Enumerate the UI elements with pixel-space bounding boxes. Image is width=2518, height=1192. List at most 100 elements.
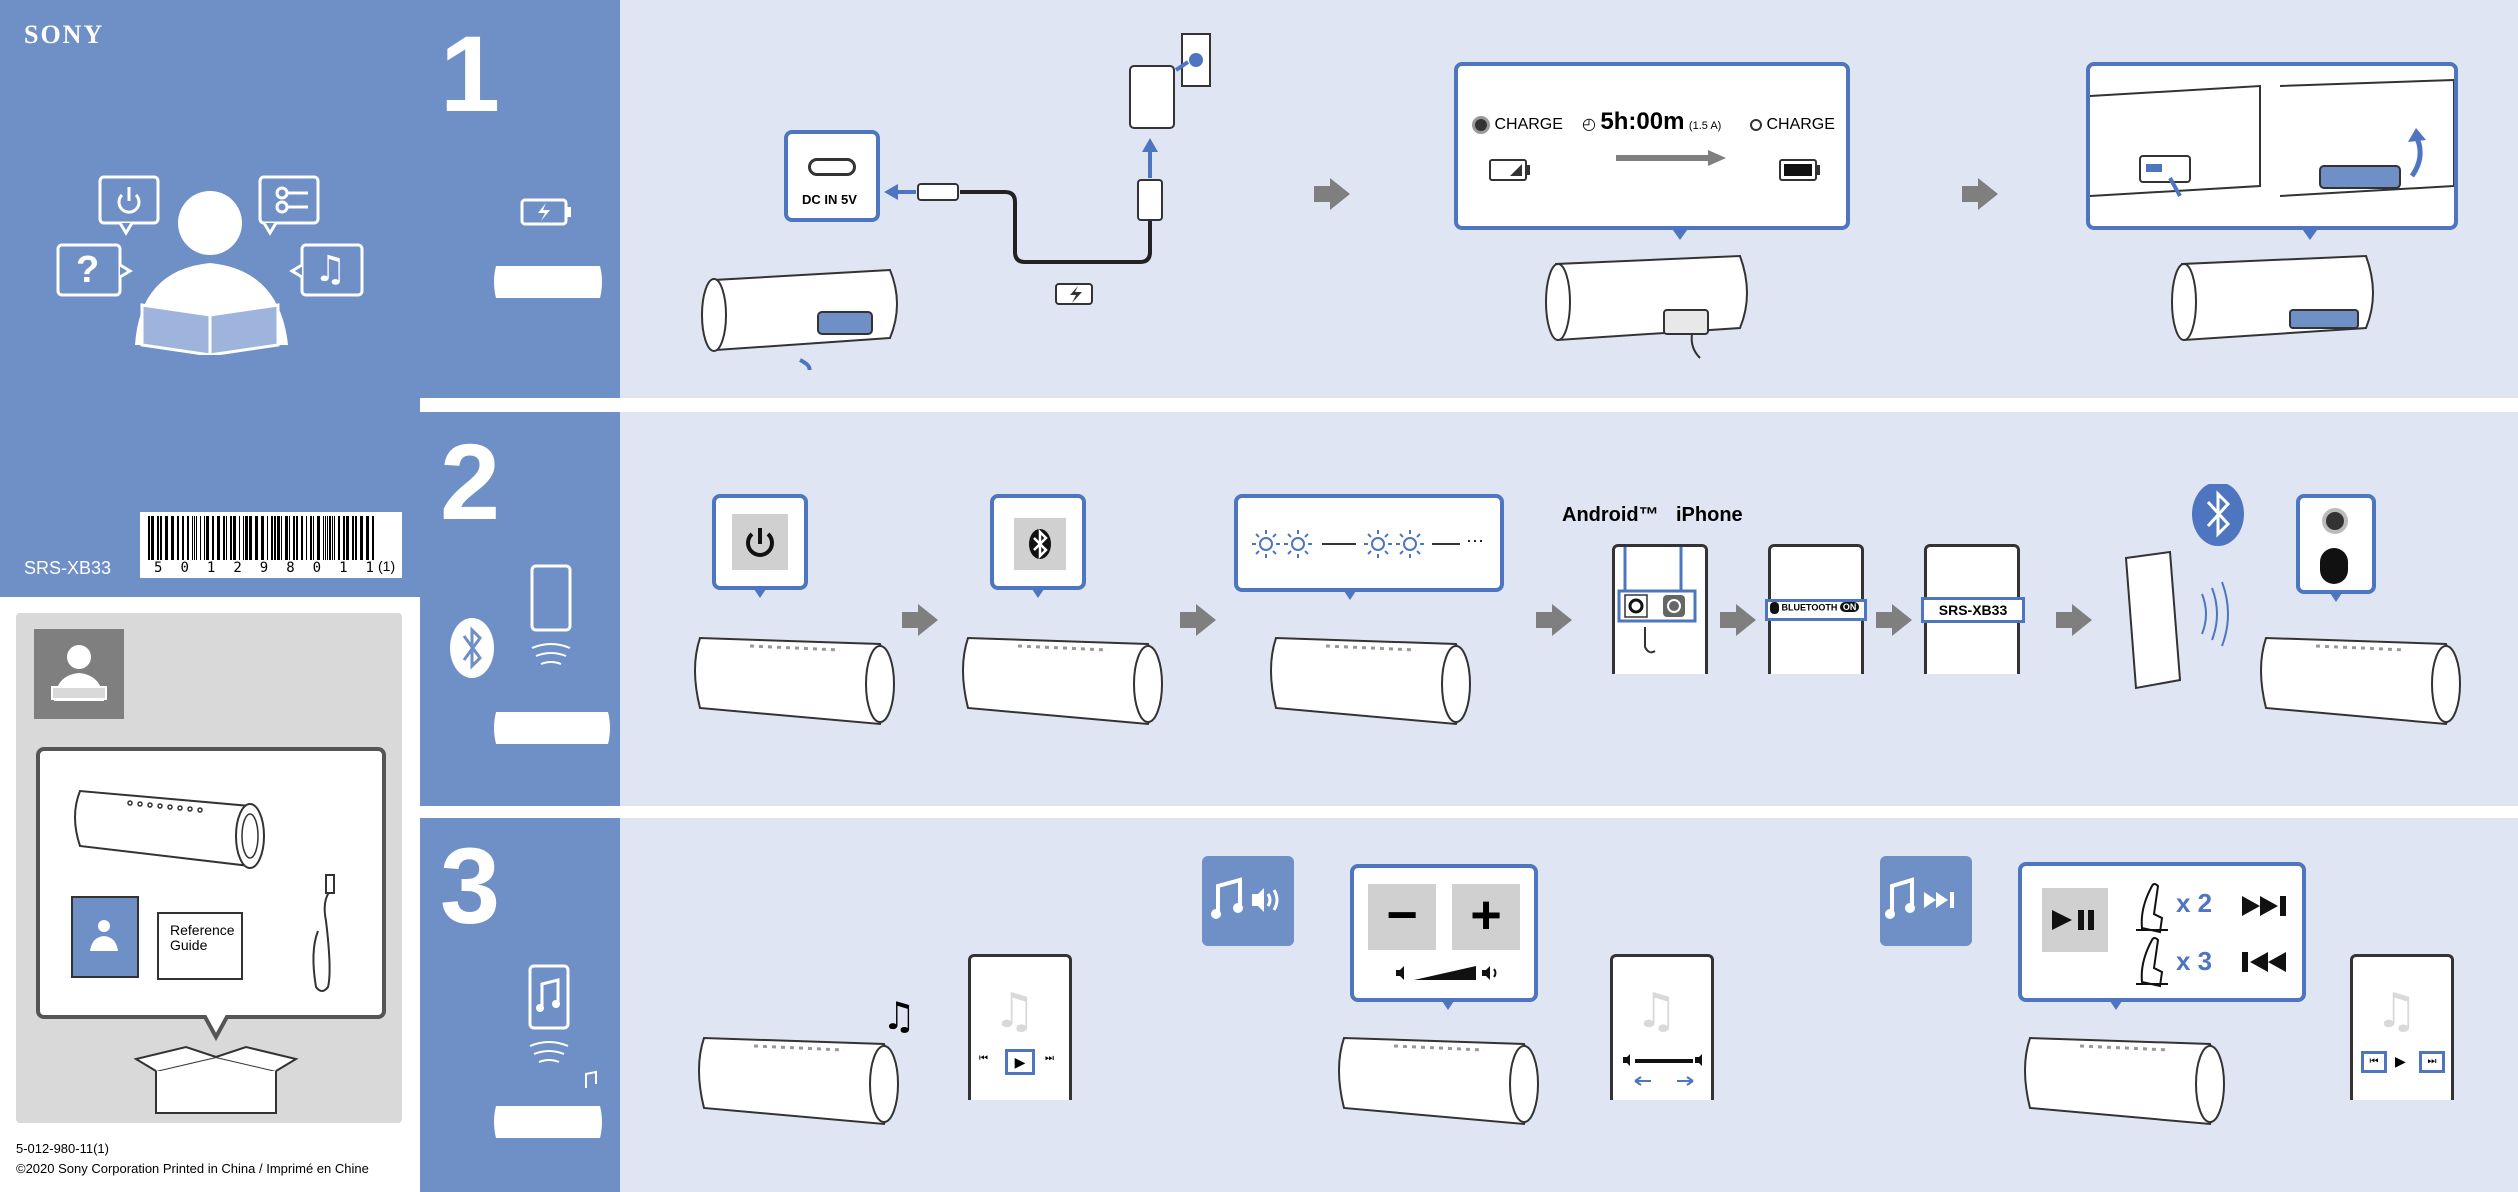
- music-note-icon: ♫: [993, 983, 1036, 1039]
- power-button-icon[interactable]: [732, 514, 788, 570]
- phone-connected-illustration: [2118, 484, 2248, 694]
- barcode-bar: [217, 516, 220, 560]
- volume-mode-tile: [1202, 856, 1294, 946]
- charge-indicator-on-label: CHARGE: [1472, 116, 1563, 134]
- device-list-item[interactable]: SRS-XB33: [1921, 597, 2025, 623]
- volume-slider[interactable]: [1621, 1053, 1707, 1089]
- bluetooth-button-icon[interactable]: [1014, 518, 1066, 570]
- open-box-icon: [116, 1015, 316, 1119]
- bluetooth-icon: [1770, 602, 1779, 614]
- model-name: SRS-XB33: [24, 558, 111, 579]
- next-track-icon: [2242, 896, 2286, 916]
- play-icon[interactable]: ▶: [2395, 1053, 2406, 1070]
- barcode-bar: [245, 516, 248, 560]
- step-arrow: [1876, 604, 1912, 636]
- cable-bubble-icon: [260, 177, 318, 233]
- barcode-bar: [329, 516, 331, 560]
- barcode-bar: [204, 516, 205, 560]
- barcode-bar: [277, 516, 280, 560]
- callout-pointer: [2300, 226, 2320, 240]
- barcode-bar: [165, 516, 168, 560]
- step-arrow: [2056, 604, 2092, 636]
- play-button-icon[interactable]: ▶: [1005, 1049, 1035, 1075]
- music-note-icon: ♫: [314, 249, 346, 290]
- barcode-bar: [325, 516, 326, 560]
- step1-connect-illustration: [690, 30, 1250, 370]
- blink-ellipsis: ···: [1466, 530, 1484, 551]
- question-mark: ?: [76, 249, 99, 292]
- barcode-bar: [323, 516, 324, 560]
- barcode-digit: 1: [207, 560, 215, 576]
- step1-charge-icons: [490, 190, 610, 320]
- barcode-bar: [194, 516, 195, 560]
- barcode-bar: [332, 516, 333, 560]
- barcode-bar: [249, 516, 252, 560]
- music-note-icon: ♫: [2375, 983, 2418, 1039]
- reference-guide-label: Reference Guide: [170, 923, 235, 953]
- dc-in-label: DC IN 5V: [802, 192, 857, 207]
- brand-logo: SONY: [24, 20, 104, 50]
- bluetooth-on-switch[interactable]: ON: [1840, 602, 1860, 612]
- barcode-bar: [346, 516, 349, 560]
- speaker-illustration: [958, 624, 1168, 734]
- barcode-bar: [177, 516, 179, 560]
- barcode-bar: [334, 516, 335, 560]
- callout-pointer: [2328, 590, 2344, 602]
- barcode-bar: [327, 516, 328, 560]
- bluetooth-toggle-row[interactable]: BLUETOOTH ON: [1765, 599, 1867, 621]
- callout-pointer: [1670, 226, 1690, 240]
- bluetooth-button-callout: [990, 494, 1086, 590]
- volume-up-button[interactable]: +: [1452, 884, 1520, 950]
- barcode-bar: [296, 516, 298, 560]
- phone-settings-screen: [1612, 544, 1708, 674]
- document-code: 5-012-980-11(1): [16, 1141, 109, 1156]
- step-arrow: [1180, 604, 1216, 636]
- step2-number: 2: [440, 428, 500, 536]
- music-skip-icon: [1880, 856, 1972, 946]
- barcode-digit: 0: [180, 560, 188, 576]
- barcode-bar: [267, 516, 268, 560]
- barcode-bar: [255, 516, 258, 560]
- barcode-bar: [233, 516, 236, 560]
- volume-down-button[interactable]: −: [1368, 884, 1436, 950]
- tap-gesture-icons: [2132, 878, 2172, 988]
- previous-track-icon[interactable]: ⏮: [979, 1053, 988, 1064]
- barcode: 5 0 1 2 9 8 0 1 1 (1): [140, 512, 402, 578]
- barcode-bar: [157, 516, 159, 560]
- barcode-bar: [171, 516, 174, 560]
- speaker-illustration: [1334, 1024, 1544, 1134]
- iphone-label: iPhone: [1676, 504, 1743, 527]
- charge-label-left: CHARGE: [1494, 116, 1562, 133]
- left-lower-panel: Reference Guide 5-012-980-11(1) ©2020 So…: [0, 597, 420, 1192]
- barcode-bar: [310, 516, 312, 560]
- music-note-icon: ♫: [882, 994, 916, 1038]
- triple-tap-label: x 3: [2176, 946, 2212, 977]
- connected-indicator-callout: [2296, 494, 2376, 594]
- close-cover-callout: [2086, 62, 2458, 230]
- power-button-callout: [712, 494, 808, 590]
- previous-track-button[interactable]: ⏮: [2361, 1051, 2387, 1073]
- phone-skip-screen: ♫ ⏮ ▶ ⏭: [2350, 954, 2454, 1100]
- barcode-digit: 8: [286, 560, 294, 576]
- barcode-bar: [293, 516, 295, 560]
- barcode-bar: [148, 516, 150, 560]
- next-track-button[interactable]: ⏭: [2419, 1051, 2445, 1073]
- blink-indicators: [1246, 524, 1496, 564]
- barcode-bar: [281, 516, 282, 560]
- barcode-bar: [366, 516, 369, 560]
- step-arrow: [902, 604, 938, 636]
- next-track-icon[interactable]: ⏭: [1045, 1053, 1054, 1064]
- barcode-bar: [239, 516, 240, 560]
- barcode-bar: [301, 516, 303, 560]
- volume-scale-icon: [1394, 960, 1504, 986]
- barcode-bar: [360, 516, 363, 560]
- barcode-bar: [274, 516, 276, 560]
- charge-time-callout: CHARGE ◴ 5h:00m (1.5 A) CHARGE: [1454, 62, 1850, 230]
- barcode-bar: [206, 516, 209, 560]
- barcode-bar: [313, 516, 314, 560]
- settings-screen-graphic: [1615, 547, 1705, 671]
- play-pause-button[interactable]: [2042, 888, 2108, 952]
- barcode-suffix: (1): [378, 558, 395, 574]
- reference-guide-line2: Guide: [170, 938, 235, 953]
- device-name: SRS-XB33: [1939, 602, 2007, 618]
